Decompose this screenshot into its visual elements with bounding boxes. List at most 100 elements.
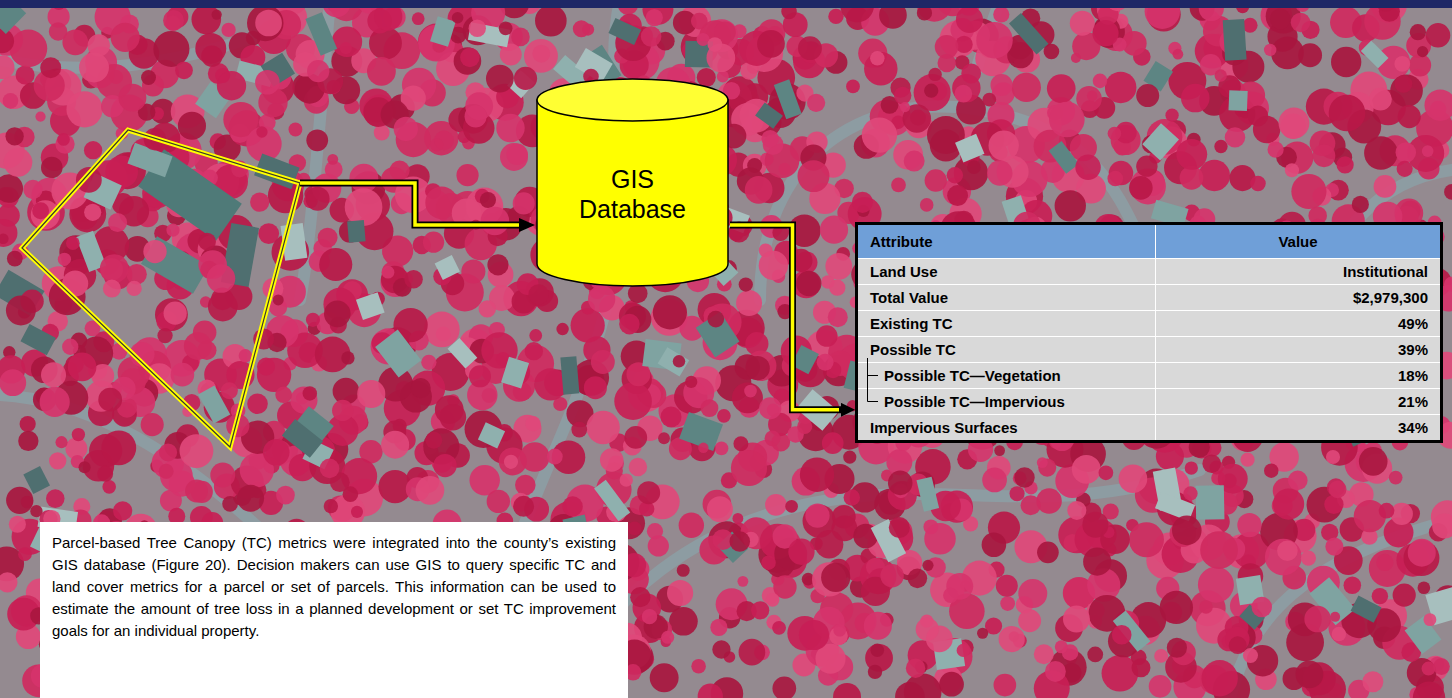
tree-crown [732,513,743,524]
tree-crown [1087,91,1097,101]
roof [430,16,456,47]
tree-crown [273,295,284,306]
tree-crown [614,382,652,420]
tree-crown [23,180,42,199]
tree-crown [745,176,773,204]
tree-crown [303,386,317,400]
tree-crown [1214,140,1227,153]
tree-crown [504,455,518,469]
tree-crown [191,5,221,35]
tree-crown [306,129,328,151]
tree-crown [1270,8,1291,29]
roof [1113,611,1151,652]
tree-crown [1273,488,1304,519]
tree-crown [1277,540,1298,561]
tree-crown [84,141,102,159]
tree-crown [1279,108,1310,139]
tree-crown [1374,175,1397,198]
tree-crown [891,178,906,193]
tree-crown [799,620,829,650]
tree-crown [118,84,146,112]
tree-crown [263,439,290,466]
tree-crown [525,342,543,360]
tree-crown [679,513,704,538]
tree-crown [6,487,33,514]
tree-crown [990,74,1012,96]
tree-crown [825,253,852,280]
tree-crown [511,28,530,47]
tree-crown [424,312,460,348]
tree-crown [864,612,892,640]
tree-crown [1391,503,1413,525]
tree-crown [846,80,860,94]
tree-crown [820,216,848,244]
tree-crown [1047,74,1076,103]
road [1230,520,1452,698]
tree-crown [1325,538,1343,556]
tree-crown [367,57,396,86]
tree-crown [1268,141,1284,157]
tree-crown [1243,648,1258,663]
tree-crown [421,355,436,370]
tree-crown [619,314,640,335]
tree-crown [20,416,36,432]
roof [20,324,55,355]
tree-crown [691,659,706,674]
tree-crown [1393,583,1416,606]
tree-crown [9,516,26,533]
tree-crown [486,65,514,93]
tree-crown [1444,277,1452,292]
roof [1009,13,1048,55]
tree-crown [1237,513,1261,537]
tree-crown [1049,102,1085,138]
tree-crown [765,430,781,446]
road [560,470,1200,698]
tree-crown [10,30,48,68]
tree-crown [1093,74,1108,89]
tree-crown [766,593,780,607]
tree-crown [0,55,14,79]
tree-crown [761,555,775,569]
tree-crown [141,70,156,85]
tree-crown [1422,145,1434,157]
tree-crown [641,26,662,47]
tree-crown [72,428,85,441]
tree-crown [1198,567,1234,603]
tree-crown [562,496,582,516]
tree-crown [55,436,67,448]
tree-crown [870,643,884,657]
tree-crown [18,547,32,561]
tree-crown [79,53,109,83]
tree-crown [650,663,679,692]
tree-crown [440,404,467,431]
tree-crown [425,432,442,449]
tree-crown [221,382,238,399]
tree-crown [967,160,981,174]
roof [560,356,579,395]
tree-crown [1265,539,1302,576]
tree-crown [798,160,830,192]
tree-crown [1129,522,1164,557]
tree-crown [1394,56,1410,72]
tree-crown [1071,53,1081,63]
tree-crown [479,300,496,317]
tree-crown [1364,136,1398,170]
tree-crown [1291,174,1326,209]
tree-crown [556,323,568,335]
tree-crown [332,400,353,421]
tree-crown [500,143,528,171]
tree-crown [744,385,757,398]
tree-crown [332,27,362,57]
tree-crown [411,378,431,398]
tree-crown [815,530,844,559]
tree-crown [185,480,208,503]
tree-crown [456,164,478,186]
tree-crown [1432,514,1452,539]
tree-crown [221,23,235,37]
tree-crown [947,167,963,183]
tree-crown [0,174,23,203]
tree-crown [1336,156,1353,173]
tree-crown [1331,47,1361,77]
tree-crown [646,9,663,26]
